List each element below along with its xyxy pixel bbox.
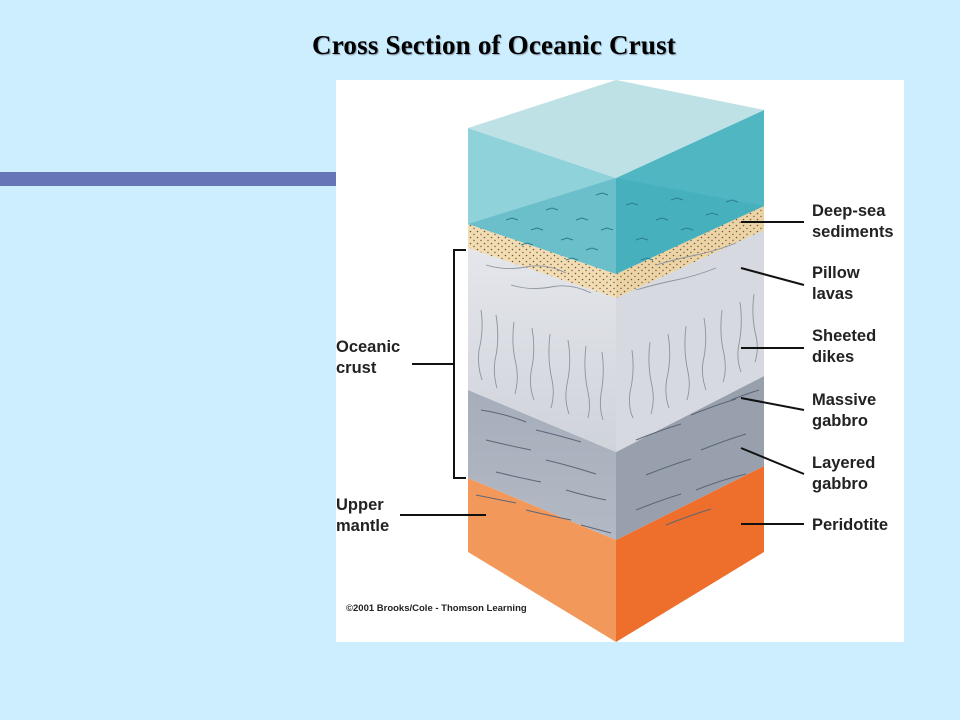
oceanic-crust-bracket bbox=[453, 249, 466, 479]
lava-left-face bbox=[468, 248, 616, 452]
gabbro-right-face bbox=[616, 376, 764, 540]
water-top-face bbox=[468, 80, 764, 178]
accent-bar bbox=[0, 172, 336, 186]
label-peridotite: Peridotite bbox=[812, 516, 889, 534]
dike-streaks bbox=[477, 242, 758, 421]
water-ripples bbox=[505, 192, 739, 261]
gabbro-streaks bbox=[475, 389, 760, 534]
cross-section-diagram bbox=[400, 80, 805, 642]
leader-massive-gabbro bbox=[740, 397, 805, 411]
sediment-dots-right bbox=[616, 206, 764, 298]
leader-pillow-lavas bbox=[740, 267, 805, 286]
leader-layered-gabbro bbox=[740, 447, 805, 475]
water-left-face bbox=[468, 128, 616, 274]
slide-title: Cross Section of Oceanic Crust bbox=[312, 30, 676, 60]
copyright-credit: ©2001 Brooks/Cole - Thomson Learning bbox=[346, 603, 527, 614]
gabbro-left-face bbox=[468, 390, 616, 540]
water-inner-surface bbox=[468, 178, 764, 274]
mantle-right-face bbox=[616, 466, 764, 642]
sediment-dots-left bbox=[468, 224, 616, 298]
water-right-face bbox=[616, 110, 764, 274]
mantle-left-face bbox=[468, 478, 616, 642]
